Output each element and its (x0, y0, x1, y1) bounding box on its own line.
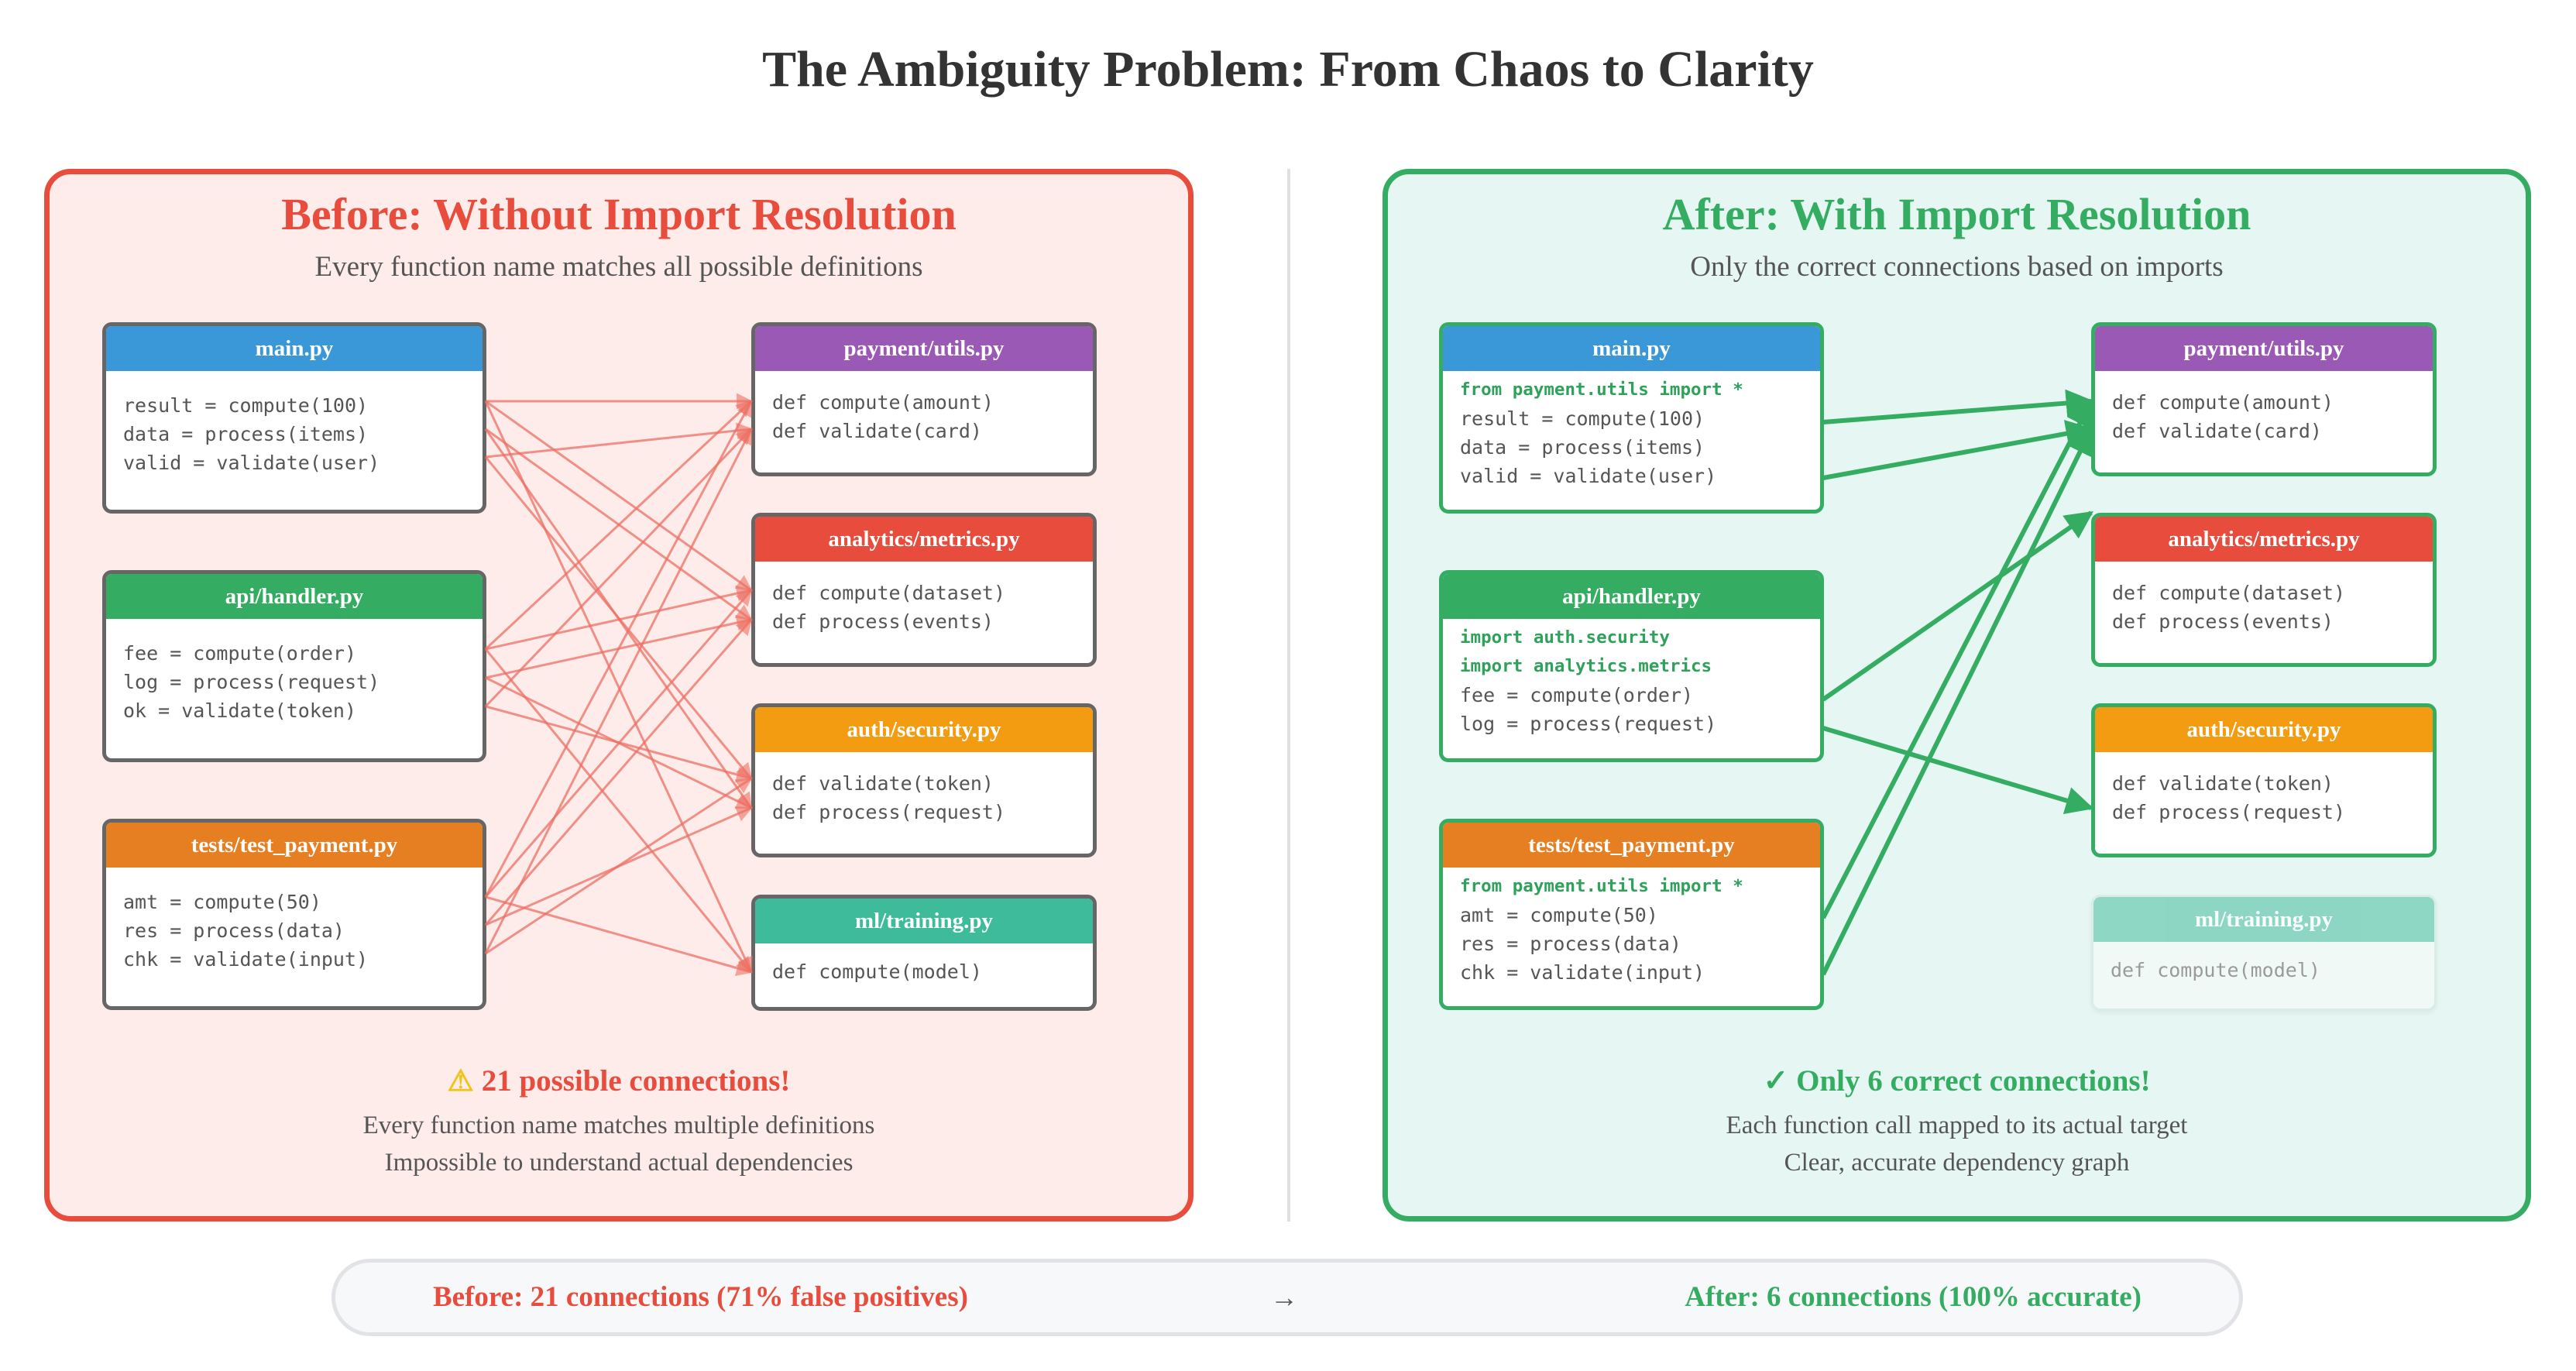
summary-bar: Before: 21 connections (71% false positi… (331, 1259, 2243, 1336)
file-header: main.py (1443, 326, 1820, 371)
file-header: main.py (106, 326, 483, 371)
page-title: The Ambiguity Problem: From Chaos to Cla… (762, 41, 1814, 98)
file-header: ml/training.py (2093, 897, 2434, 942)
code-line: def process(events) (772, 610, 994, 633)
file-header: ml/training.py (755, 899, 1093, 943)
import-line: from payment.utils import * (1460, 380, 1743, 400)
file-header: auth/security.py (2095, 707, 2433, 752)
code-line: def validate(token) (772, 772, 994, 795)
file-header: api/handler.py (1443, 574, 1820, 619)
code-line: def compute(dataset) (2112, 582, 2346, 604)
code-line: res = process(data) (123, 919, 345, 942)
after-footer-line: Each function call mapped to its actual … (1726, 1112, 2188, 1139)
code-line: def compute(amount) (772, 391, 994, 414)
summary-before: Before: 21 connections (71% false positi… (433, 1281, 968, 1313)
code-line: data = process(items) (123, 423, 369, 445)
before-def-ml-training: ml/training.py def compute(model) (751, 895, 1097, 1011)
code-line: def validate(token) (2112, 772, 2334, 795)
before-footer-title-text: 21 possible connections! (481, 1064, 791, 1098)
after-caller-test-payment: tests/test_payment.py from payment.utils… (1439, 819, 1824, 1010)
file-header: tests/test_payment.py (106, 823, 483, 868)
import-line: import auth.security (1460, 627, 1670, 648)
file-header: tests/test_payment.py (1443, 823, 1820, 868)
before-def-payment-utils: payment/utils.py def compute(amount) def… (751, 322, 1097, 476)
checkmark-icon: ✓ (1763, 1064, 1789, 1098)
code-line: res = process(data) (1460, 933, 1681, 955)
after-footer-line: Clear, accurate dependency graph (1784, 1149, 2130, 1177)
before-caller-api-handler: api/handler.py fee = compute(order) log … (102, 570, 486, 762)
before-def-analytics-metrics: analytics/metrics.py def compute(dataset… (751, 513, 1097, 667)
code-line: data = process(items) (1460, 436, 1705, 459)
file-header: payment/utils.py (755, 326, 1093, 371)
code-line: def compute(amount) (2112, 391, 2334, 414)
after-caller-api-handler: api/handler.py import auth.security impo… (1439, 570, 1824, 762)
before-footer-title: ⚠21 possible connections! (50, 1063, 1188, 1098)
file-header: analytics/metrics.py (2095, 517, 2433, 562)
code-line: def validate(card) (772, 420, 982, 442)
code-line: chk = validate(input) (1460, 961, 1705, 984)
after-def-auth-security: auth/security.py def validate(token) def… (2091, 703, 2437, 857)
code-line: def compute(model) (772, 960, 982, 983)
code-line: amt = compute(50) (123, 891, 321, 913)
before-panel-subtitle: Every function name matches all possible… (314, 251, 923, 283)
before-footer-line: Every function name matches multiple def… (362, 1112, 875, 1139)
code-line: chk = validate(input) (123, 948, 369, 971)
code-line: valid = validate(user) (123, 452, 380, 474)
after-def-payment-utils: payment/utils.py def compute(amount) def… (2091, 322, 2437, 476)
arrow-right-icon: → (1270, 1282, 1298, 1313)
code-line: def process(events) (2112, 610, 2334, 633)
summary-after: After: 6 connections (100% accurate) (1685, 1281, 2142, 1313)
code-line: valid = validate(user) (1460, 465, 1717, 487)
code-line: def process(request) (772, 801, 1006, 823)
after-def-analytics-metrics: analytics/metrics.py def compute(dataset… (2091, 513, 2437, 667)
import-line: import analytics.metrics (1460, 656, 1712, 676)
code-line: amt = compute(50) (1460, 904, 1658, 926)
code-line: result = compute(100) (123, 394, 369, 417)
before-caller-test-payment: tests/test_payment.py amt = compute(50) … (102, 819, 486, 1010)
after-panel-title: After: With Import Resolution (1662, 189, 2251, 239)
before-panel-title: Before: Without Import Resolution (281, 189, 957, 239)
after-def-ml-training-unused: ml/training.py def compute(model) (2091, 895, 2437, 1011)
before-caller-main: main.py result = compute(100) data = pro… (102, 322, 486, 514)
after-footer-title-text: Only 6 correct connections! (1796, 1064, 2151, 1098)
before-panel: Before: Without Import Resolution Every … (44, 169, 1194, 1222)
code-line: def compute(dataset) (772, 582, 1006, 604)
code-line: fee = compute(order) (1460, 684, 1694, 706)
code-line: def process(request) (2112, 801, 2346, 823)
import-line: from payment.utils import * (1460, 876, 1743, 896)
before-footer-line: Impossible to understand actual dependen… (384, 1149, 854, 1177)
panel-divider (1287, 169, 1290, 1222)
before-def-auth-security: auth/security.py def validate(token) def… (751, 703, 1097, 857)
code-line: log = process(request) (123, 671, 380, 693)
file-header: analytics/metrics.py (755, 517, 1093, 562)
code-line: log = process(request) (1460, 713, 1717, 735)
code-line: def compute(model) (2111, 959, 2320, 981)
code-line: ok = validate(token) (123, 699, 357, 722)
code-line: fee = compute(order) (123, 642, 357, 665)
file-header: payment/utils.py (2095, 326, 2433, 371)
after-footer-title: ✓Only 6 correct connections! (1388, 1063, 2526, 1098)
after-panel: After: With Import Resolution Only the c… (1382, 169, 2531, 1222)
file-header: api/handler.py (106, 574, 483, 619)
warning-icon: ⚠ (447, 1065, 474, 1098)
after-panel-subtitle: Only the correct connections based on im… (1690, 251, 2224, 283)
after-caller-main: main.py from payment.utils import * resu… (1439, 322, 1824, 514)
file-header: auth/security.py (755, 707, 1093, 752)
code-line: result = compute(100) (1460, 407, 1705, 430)
code-line: def validate(card) (2112, 420, 2322, 442)
